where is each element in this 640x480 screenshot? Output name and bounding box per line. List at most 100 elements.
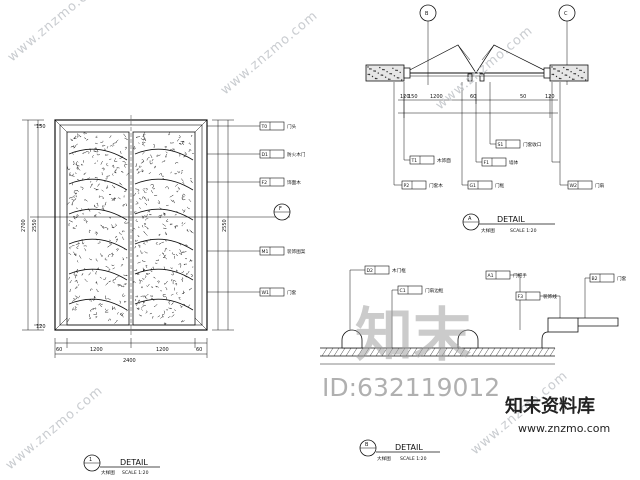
ornament-stroke bbox=[174, 309, 176, 311]
hatch-dot bbox=[580, 77, 583, 79]
section-hatch-line bbox=[525, 347, 532, 357]
ornament-stroke bbox=[93, 312, 98, 315]
ornament-stroke bbox=[76, 207, 78, 210]
ornament-stroke bbox=[95, 180, 98, 182]
elevation-tag-note: 门套 bbox=[287, 289, 297, 296]
ornament-stroke bbox=[98, 302, 101, 306]
ornament-stroke bbox=[114, 223, 117, 227]
ornament-band bbox=[134, 268, 194, 281]
hatch-dot bbox=[367, 66, 369, 68]
ornament-stroke bbox=[109, 145, 114, 147]
ornament-stroke bbox=[143, 223, 147, 225]
ornament-stroke bbox=[114, 168, 118, 172]
ornament-stroke bbox=[178, 143, 182, 145]
ornament-stroke bbox=[114, 158, 116, 160]
ornament-stroke bbox=[92, 307, 97, 311]
ornament-stroke bbox=[176, 269, 178, 272]
ornament-stroke bbox=[178, 134, 181, 138]
ornament-stroke bbox=[174, 173, 178, 175]
elevation-leaf-height: 2550 bbox=[32, 219, 38, 232]
ornament-stroke bbox=[182, 140, 185, 144]
ornament-stroke bbox=[111, 164, 115, 169]
ornament-stroke bbox=[101, 167, 104, 169]
hatch-dot bbox=[551, 73, 553, 76]
ornament-stroke bbox=[67, 318, 70, 322]
ornament-stroke bbox=[104, 311, 109, 313]
ornament-stroke bbox=[86, 151, 90, 154]
hatch-dot bbox=[373, 70, 375, 72]
ornament-stroke bbox=[183, 263, 187, 266]
section-hatch-line bbox=[507, 347, 514, 357]
hatch-dot bbox=[574, 73, 577, 75]
ornament-stroke bbox=[161, 173, 165, 177]
svg-text:1: 1 bbox=[89, 457, 92, 463]
section-hatch-line bbox=[435, 347, 442, 357]
ornament-stroke bbox=[102, 277, 107, 281]
section-hatch-line bbox=[351, 347, 358, 357]
ornament-stroke bbox=[73, 160, 76, 165]
hatch-dot bbox=[551, 66, 553, 68]
ornament-stroke bbox=[90, 183, 93, 188]
elevation-edge-right: 60 bbox=[196, 347, 202, 353]
section-tag-code: F3 bbox=[518, 294, 524, 300]
ornament-stroke bbox=[138, 279, 141, 282]
watermark-site-footer: www.znzmo.com bbox=[518, 422, 610, 435]
ornament-stroke bbox=[122, 204, 125, 207]
ornament-stroke bbox=[142, 278, 145, 280]
ornament-stroke bbox=[122, 314, 124, 318]
hatch-dot bbox=[386, 71, 388, 73]
ornament-stroke bbox=[95, 188, 99, 191]
ornament-stroke bbox=[150, 295, 154, 297]
hatch-dot bbox=[392, 67, 394, 70]
ornament-stroke bbox=[143, 231, 148, 236]
section-hatch-line bbox=[321, 347, 328, 357]
section-tag-note: 门套 bbox=[617, 275, 627, 282]
ornament-stroke bbox=[77, 260, 79, 263]
ornament-stroke bbox=[140, 295, 144, 298]
hatch-dot bbox=[368, 73, 371, 76]
ornament-stroke bbox=[153, 144, 155, 148]
hatch-dot bbox=[377, 72, 379, 74]
ornament-stroke bbox=[177, 170, 181, 174]
hatch-dot bbox=[582, 77, 584, 79]
ornament-stroke bbox=[77, 284, 80, 286]
ornament-stroke bbox=[181, 178, 184, 182]
ornament-stroke bbox=[74, 306, 77, 309]
ornament-stroke bbox=[73, 272, 76, 276]
elevation-tag-code: D1 bbox=[262, 152, 269, 158]
ornament-stroke bbox=[94, 142, 98, 145]
ornament-stroke bbox=[146, 157, 150, 161]
ornament-stroke bbox=[146, 294, 149, 296]
plan-detail-title: DETAIL bbox=[497, 215, 525, 224]
ornament-stroke bbox=[115, 139, 119, 143]
hatch-dot bbox=[553, 68, 555, 70]
ornament-stroke bbox=[96, 153, 101, 156]
ornament-stroke bbox=[135, 188, 140, 192]
hatch-dot bbox=[564, 74, 566, 76]
elevation-tag-note: 饰面木 bbox=[287, 179, 301, 186]
ornament-stroke bbox=[157, 315, 160, 318]
ornament-stroke bbox=[88, 314, 91, 316]
ornament-stroke bbox=[143, 137, 147, 141]
section-hatch-line bbox=[405, 347, 412, 357]
ornament-stroke bbox=[143, 300, 146, 304]
ornament-stroke bbox=[151, 297, 155, 302]
ornament-stroke bbox=[105, 176, 108, 180]
ornament-stroke bbox=[138, 299, 140, 302]
ornament-stroke bbox=[178, 297, 181, 301]
ornament-stroke bbox=[171, 314, 175, 318]
ornament-stroke bbox=[114, 171, 117, 174]
ornament-stroke bbox=[125, 257, 128, 259]
ornament-stroke bbox=[90, 181, 92, 183]
hatch-dot bbox=[558, 70, 560, 72]
elevation-leaf-width-right: 1200 bbox=[156, 347, 169, 353]
ornament-stroke bbox=[124, 146, 127, 150]
section-hatch-line bbox=[363, 347, 370, 357]
hatch-dot bbox=[390, 73, 393, 75]
ornament-stroke bbox=[124, 221, 129, 224]
ornament-stroke bbox=[161, 241, 165, 243]
plan-tag-code: T1 bbox=[411, 158, 418, 164]
ornament-stroke bbox=[139, 206, 141, 209]
ornament-stroke bbox=[94, 206, 98, 208]
